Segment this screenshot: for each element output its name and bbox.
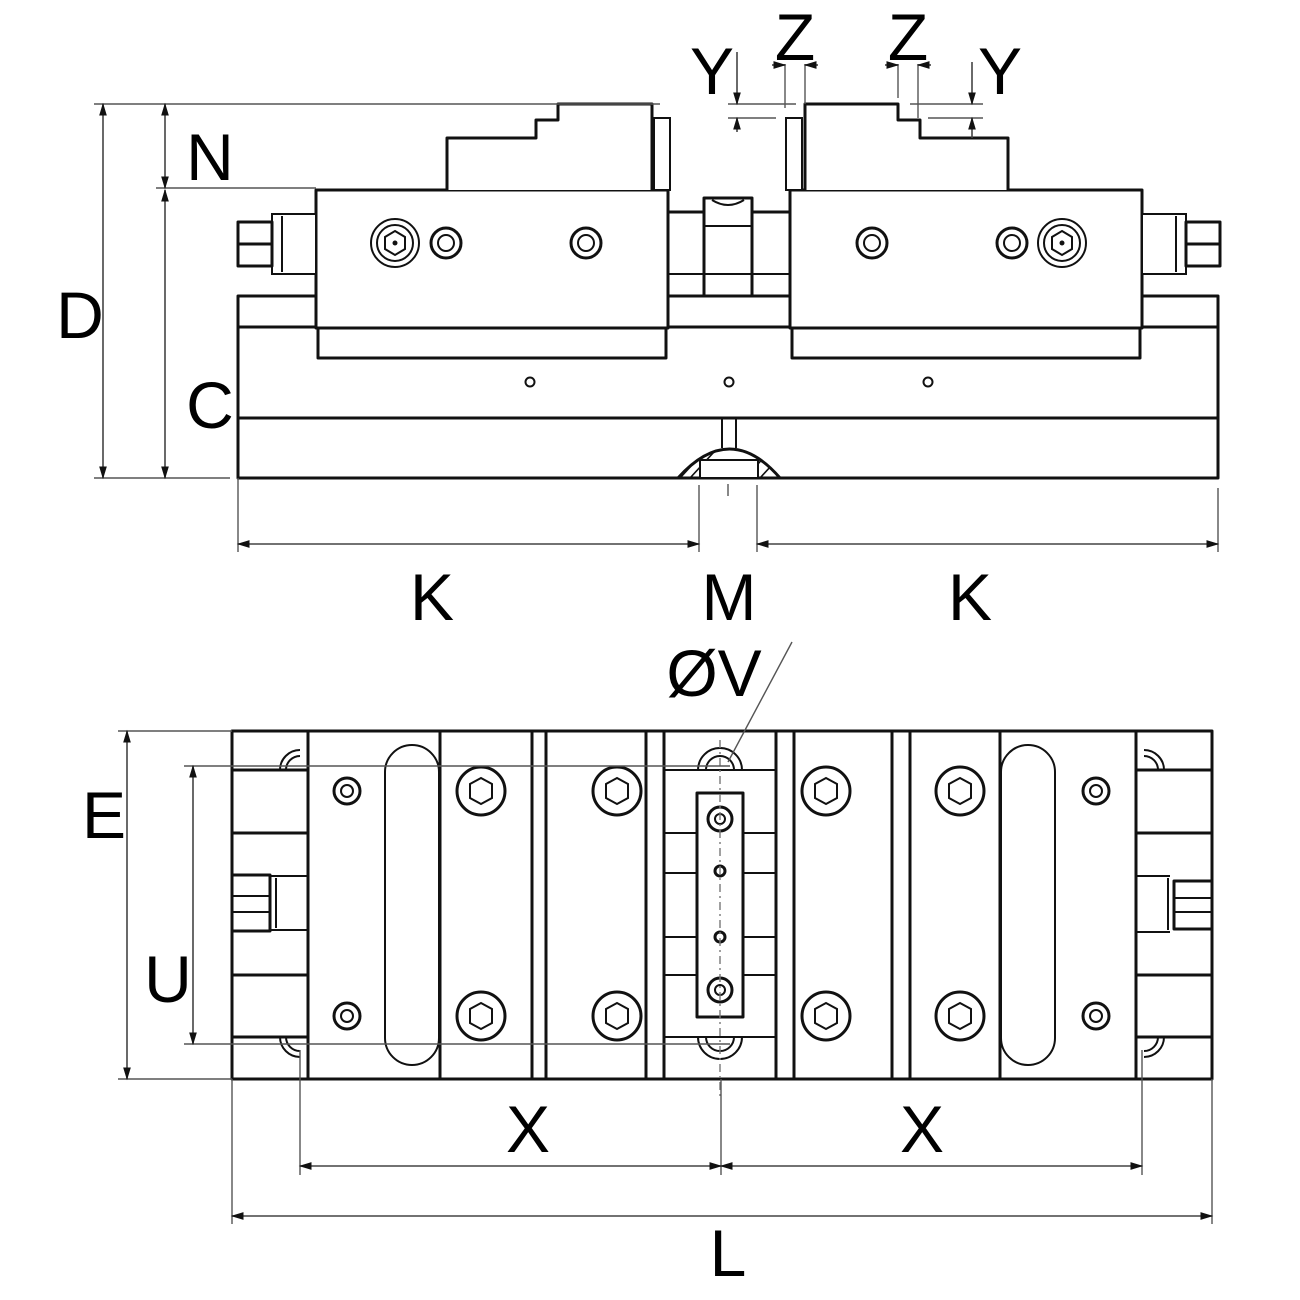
dimension-D: D bbox=[56, 102, 660, 480]
left-end bbox=[230, 749, 308, 1058]
label-X-right: X bbox=[900, 1092, 944, 1166]
dimension-Z-left: Z bbox=[772, 0, 818, 108]
hex-bolt-icon bbox=[591, 765, 643, 817]
right-jaw-plate bbox=[908, 729, 1138, 1081]
label-X-left: X bbox=[506, 1092, 550, 1166]
base-hole-center bbox=[723, 376, 735, 388]
label-Y-left: Y bbox=[690, 34, 734, 108]
screw-icon bbox=[332, 1001, 362, 1031]
dimension-N: N bbox=[156, 102, 316, 194]
hex-bolt-icon bbox=[800, 765, 852, 817]
label-D: D bbox=[56, 278, 104, 352]
hex-bolt-icon bbox=[934, 990, 986, 1042]
label-Y-right: Y bbox=[978, 34, 1022, 108]
right-jaw bbox=[785, 102, 1222, 360]
screw-icon bbox=[995, 226, 1029, 260]
dimension-C: C bbox=[161, 188, 234, 480]
dimension-U: U bbox=[144, 764, 730, 1046]
hex-bolt-icon bbox=[455, 765, 507, 817]
hex-bolt-icon bbox=[800, 990, 852, 1042]
screw-icon bbox=[429, 226, 463, 260]
label-V: ØV bbox=[666, 636, 761, 710]
center-section bbox=[676, 418, 782, 480]
screw-icon bbox=[332, 776, 362, 806]
leader-V bbox=[727, 641, 793, 763]
left-jaw bbox=[236, 102, 671, 360]
dimension-K-M-K: K bbox=[236, 478, 1220, 634]
label-Z-right: Z bbox=[888, 0, 928, 74]
label-N: N bbox=[186, 120, 234, 194]
screw-icon bbox=[569, 226, 603, 260]
screw-icon bbox=[1081, 1001, 1111, 1031]
base-hole-left bbox=[524, 376, 536, 388]
top-view: ØV E U X X L bbox=[82, 636, 1214, 1290]
label-U: U bbox=[144, 942, 192, 1016]
center-block bbox=[666, 196, 792, 298]
hex-bolt-icon bbox=[934, 765, 986, 817]
hex-bolt-icon bbox=[455, 990, 507, 1042]
dimension-Y-right: Y bbox=[910, 34, 1022, 138]
dimension-L: L bbox=[230, 1079, 1214, 1290]
dimension-Z-right: Z bbox=[885, 0, 931, 118]
label-Z-left: Z bbox=[775, 0, 815, 74]
label-M: M bbox=[702, 560, 757, 634]
right-end bbox=[1136, 749, 1214, 1058]
left-jaw-plate bbox=[306, 729, 534, 1081]
label-C: C bbox=[186, 368, 234, 442]
adjust-screw-icon bbox=[1037, 218, 1087, 268]
label-K-left: K bbox=[410, 560, 454, 634]
label-E: E bbox=[82, 778, 126, 852]
front-view: D N C Y Z bbox=[56, 0, 1222, 634]
hex-bolt-icon bbox=[591, 990, 643, 1042]
label-K-right: K bbox=[948, 560, 992, 634]
adjust-screw-icon bbox=[370, 218, 420, 268]
label-L: L bbox=[710, 1216, 747, 1290]
inner-right-plate bbox=[792, 729, 912, 1081]
inner-left-plate bbox=[544, 729, 666, 1081]
screw-icon bbox=[1081, 776, 1111, 806]
dimension-X: X X bbox=[298, 1050, 1144, 1175]
screw-icon bbox=[855, 226, 889, 260]
base-hole-right bbox=[922, 376, 934, 388]
dimension-E: E bbox=[82, 729, 232, 1081]
